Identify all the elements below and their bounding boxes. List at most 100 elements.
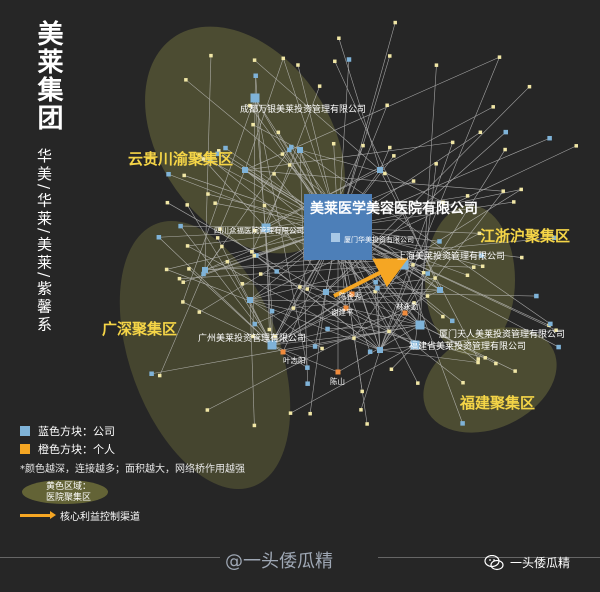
leaf-node[interactable] xyxy=(187,267,191,271)
leaf-node[interactable] xyxy=(393,20,397,25)
company-node[interactable] xyxy=(178,223,183,229)
leaf-node[interactable] xyxy=(185,244,190,248)
leaf-node[interactable] xyxy=(359,408,363,412)
company-node[interactable] xyxy=(254,253,259,258)
leaf-node[interactable] xyxy=(197,153,202,158)
leaf-node[interactable] xyxy=(388,54,392,58)
company-node[interactable] xyxy=(269,308,275,314)
company-node[interactable] xyxy=(547,135,552,141)
company-node[interactable] xyxy=(289,144,294,150)
leaf-node[interactable] xyxy=(276,130,281,135)
leaf-node[interactable] xyxy=(291,306,296,310)
company-node[interactable] xyxy=(207,156,213,162)
person-node[interactable] xyxy=(280,349,286,355)
leaf-node[interactable] xyxy=(425,294,430,298)
leaf-node[interactable] xyxy=(273,334,277,338)
leaf-node[interactable] xyxy=(317,84,322,88)
leaf-node[interactable] xyxy=(392,154,396,158)
leaf-node[interactable] xyxy=(288,411,293,415)
company-hub-node[interactable] xyxy=(250,93,260,103)
leaf-node[interactable] xyxy=(305,287,309,291)
leaf-node[interactable] xyxy=(215,236,220,240)
company-node[interactable] xyxy=(534,293,539,299)
leaf-node[interactable] xyxy=(337,36,341,40)
leaf-node[interactable] xyxy=(476,360,480,365)
leaf-node[interactable] xyxy=(574,144,578,148)
company-node[interactable] xyxy=(425,271,431,276)
leaf-node[interactable] xyxy=(385,103,389,108)
company-hub-node[interactable] xyxy=(437,287,443,293)
person-node[interactable] xyxy=(335,369,341,375)
company-node[interactable] xyxy=(201,271,206,277)
leaf-node[interactable] xyxy=(217,149,221,153)
leaf-node[interactable] xyxy=(412,301,416,305)
leaf-node[interactable] xyxy=(465,273,470,278)
leaf-node[interactable] xyxy=(421,270,426,275)
leaf-node[interactable] xyxy=(225,259,230,264)
leaf-node[interactable] xyxy=(520,255,524,260)
leaf-node[interactable] xyxy=(213,201,217,205)
leaf-node[interactable] xyxy=(185,203,189,207)
person-node[interactable] xyxy=(402,310,408,316)
leaf-node[interactable] xyxy=(491,105,495,109)
leaf-node[interactable] xyxy=(503,147,507,152)
leaf-node[interactable] xyxy=(298,285,302,289)
leaf-node[interactable] xyxy=(411,263,415,267)
leaf-node[interactable] xyxy=(333,59,337,64)
leaf-node[interactable] xyxy=(181,280,185,284)
leaf-node[interactable] xyxy=(272,172,276,176)
leaf-node[interactable] xyxy=(501,189,505,193)
company-node[interactable] xyxy=(305,365,310,370)
leaf-node[interactable] xyxy=(240,282,245,286)
leaf-node[interactable] xyxy=(441,200,445,205)
leaf-node[interactable] xyxy=(476,357,481,361)
leaf-node[interactable] xyxy=(465,194,470,198)
company-node[interactable] xyxy=(274,269,279,274)
company-hub-node[interactable] xyxy=(323,289,329,295)
company-node[interactable] xyxy=(215,151,220,157)
leaf-node[interactable] xyxy=(519,187,523,192)
leaf-node[interactable] xyxy=(181,300,185,304)
leaf-node[interactable] xyxy=(513,369,517,373)
leaf-node[interactable] xyxy=(471,265,476,269)
company-node[interactable] xyxy=(375,285,380,291)
leaf-node[interactable] xyxy=(184,78,188,82)
company-node[interactable] xyxy=(252,321,257,327)
leaf-node[interactable] xyxy=(209,53,213,58)
leaf-node[interactable] xyxy=(434,162,438,166)
leaf-node[interactable] xyxy=(296,63,300,67)
leaf-node[interactable] xyxy=(480,264,485,269)
leaf-node[interactable] xyxy=(416,381,420,385)
leaf-node[interactable] xyxy=(197,310,202,314)
company-node[interactable] xyxy=(367,349,373,354)
leaf-node[interactable] xyxy=(554,328,558,332)
company-node[interactable] xyxy=(346,57,352,62)
leaf-node[interactable] xyxy=(352,336,356,340)
company-node[interactable] xyxy=(460,421,465,426)
leaf-node[interactable] xyxy=(434,63,439,67)
company-node[interactable] xyxy=(305,381,310,386)
leaf-node[interactable] xyxy=(494,361,498,366)
leaf-node[interactable] xyxy=(281,56,286,61)
leaf-node[interactable] xyxy=(320,346,324,351)
leaf-node[interactable] xyxy=(252,228,257,233)
company-node[interactable] xyxy=(450,318,455,324)
company-hub-node[interactable] xyxy=(297,147,303,153)
company-node[interactable] xyxy=(325,326,330,332)
leaf-node[interactable] xyxy=(220,244,224,249)
company-hub-node[interactable] xyxy=(247,297,253,303)
leaf-node[interactable] xyxy=(373,289,377,294)
leaf-node[interactable] xyxy=(360,389,364,394)
leaf-node[interactable] xyxy=(461,380,465,385)
company-hub-node[interactable] xyxy=(377,167,383,173)
company-node[interactable] xyxy=(551,235,557,241)
leaf-node[interactable] xyxy=(387,329,391,334)
company-node[interactable] xyxy=(156,235,162,240)
leaf-node[interactable] xyxy=(389,367,394,372)
leaf-node[interactable] xyxy=(365,422,369,426)
leaf-node[interactable] xyxy=(177,276,182,281)
company-node[interactable] xyxy=(479,253,484,258)
company-hub-node[interactable] xyxy=(410,340,420,350)
company-node[interactable] xyxy=(556,344,561,350)
leaf-node[interactable] xyxy=(383,171,387,176)
